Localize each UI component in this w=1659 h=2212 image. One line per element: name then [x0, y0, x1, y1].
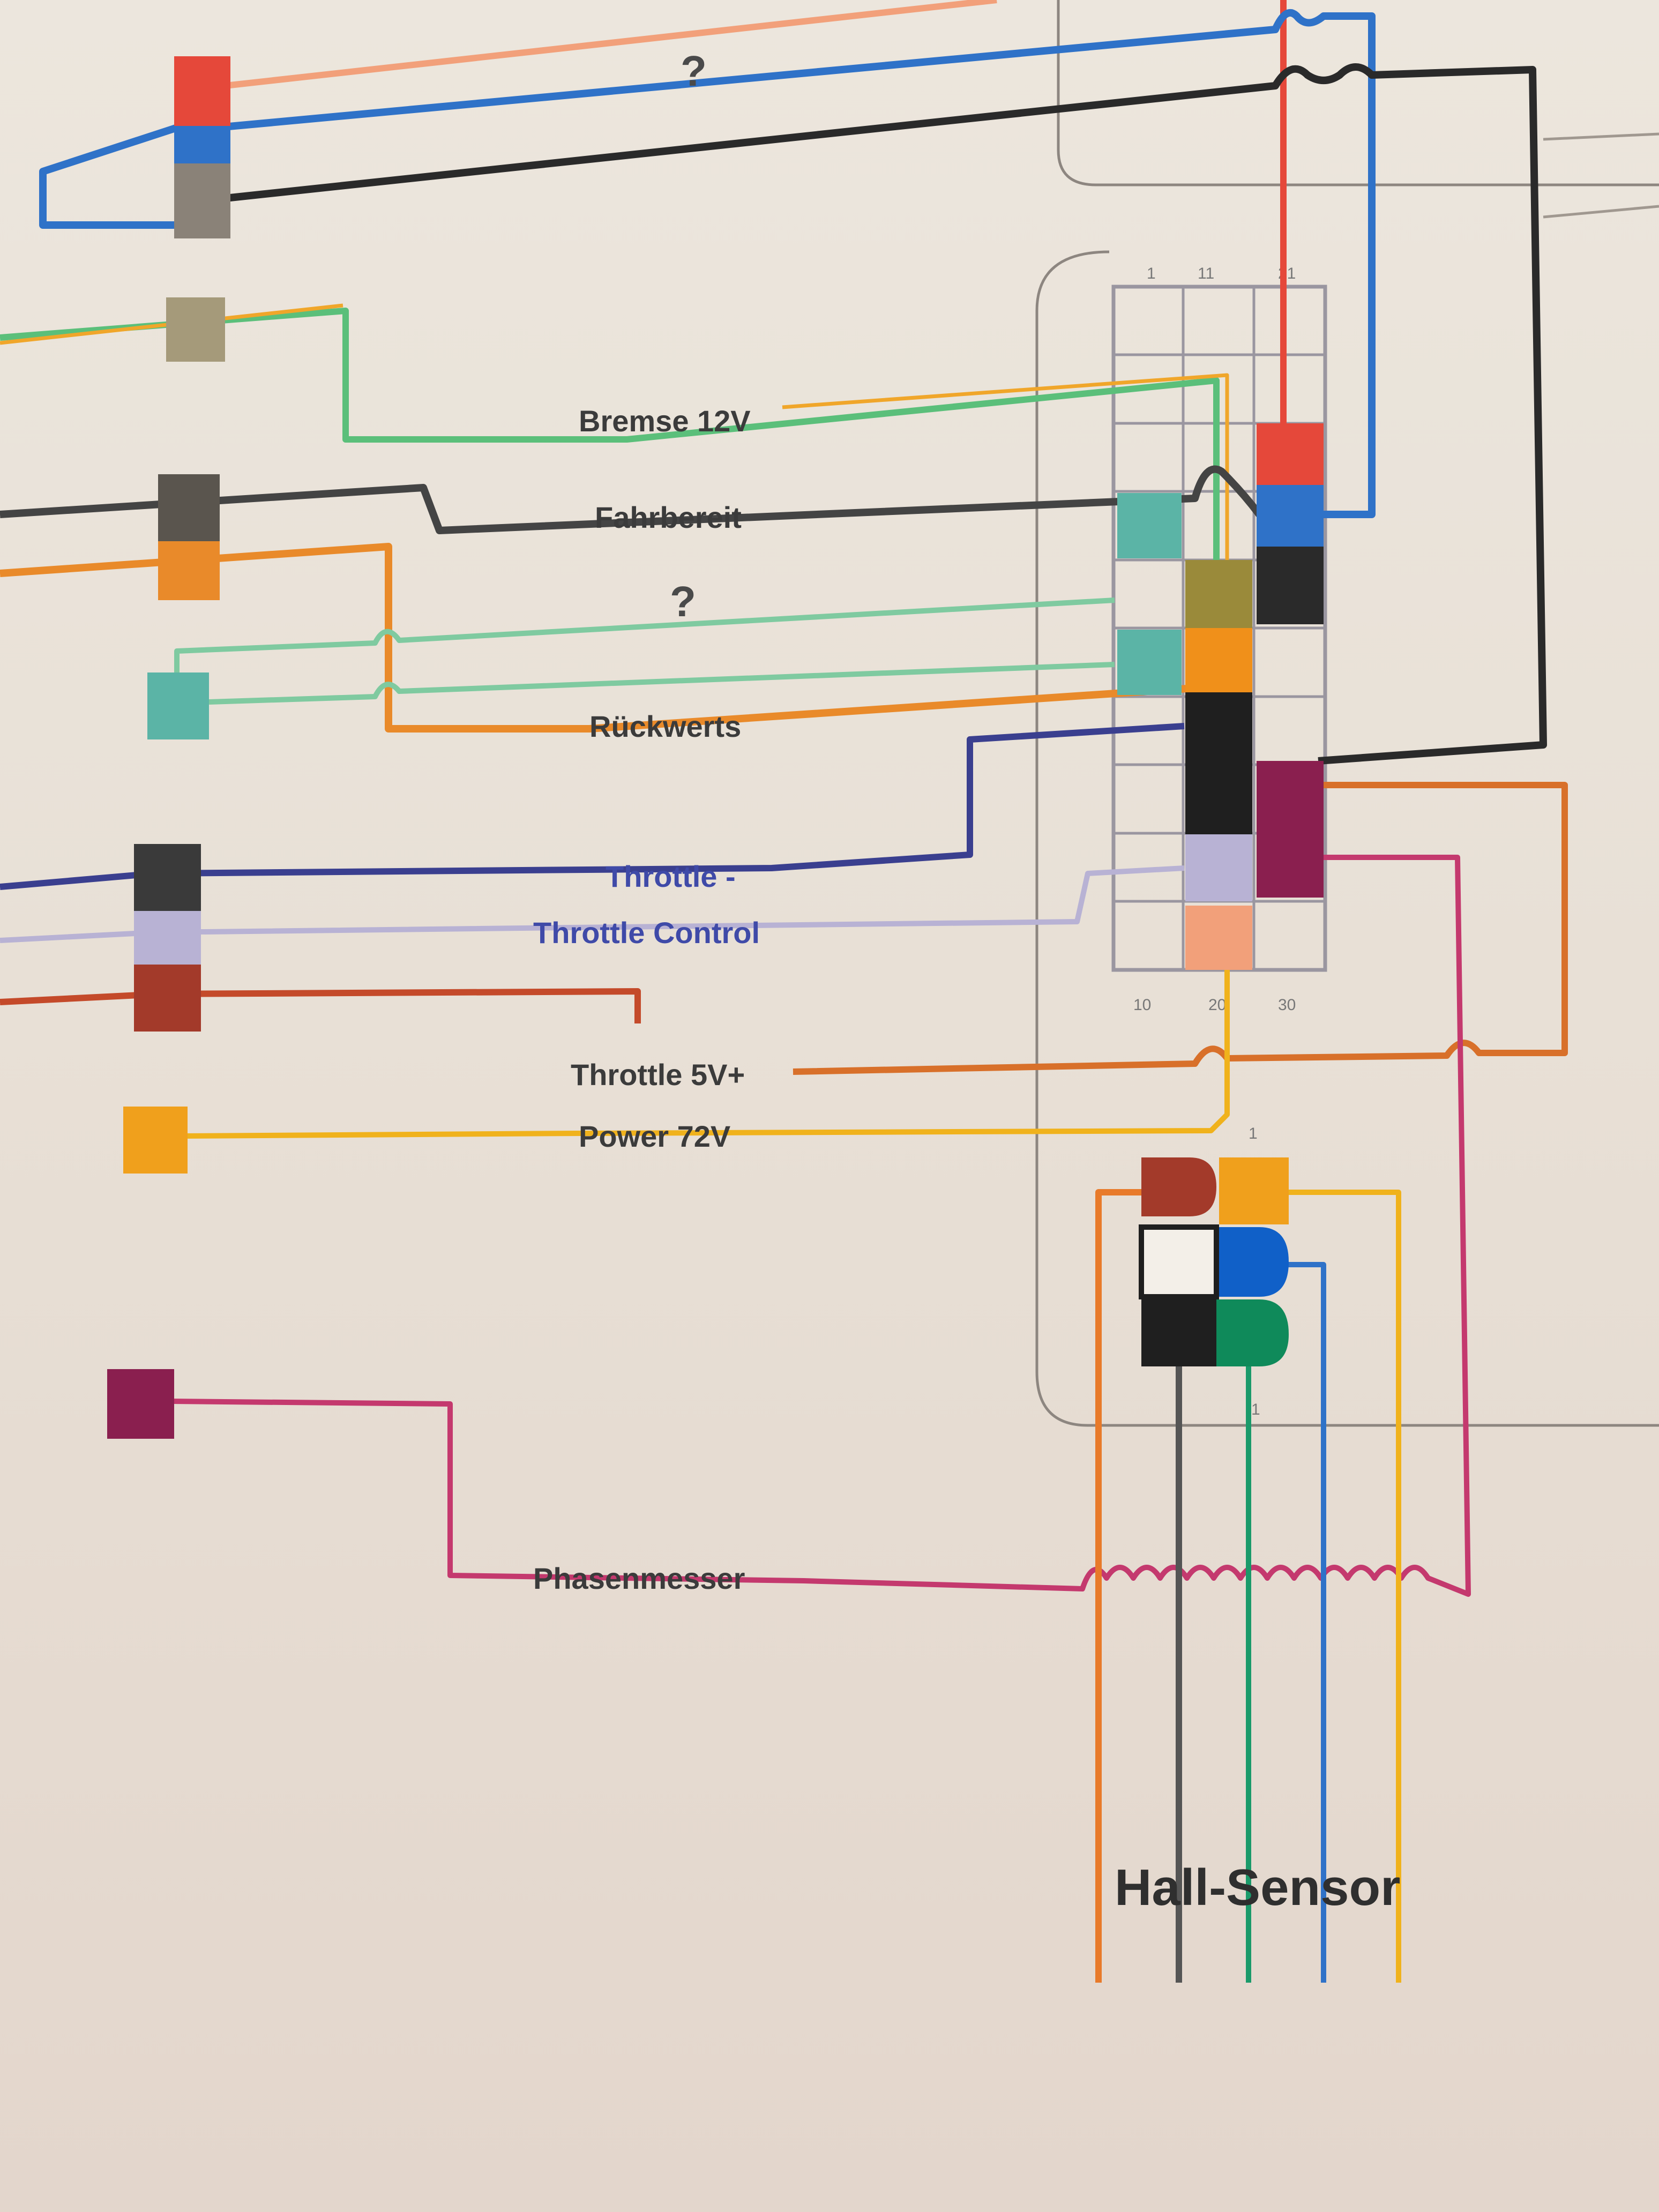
wire-fahrbereit-black [0, 465, 1300, 560]
terminal-gray [174, 163, 230, 238]
terminal-maroon [107, 1369, 174, 1439]
label-top-question: ? [681, 47, 707, 95]
connector-pin-fills [1117, 423, 1324, 970]
left-terminals [107, 56, 230, 1439]
hall-pin-blue [1216, 1227, 1289, 1297]
wire-throttle5v-orange [793, 782, 1568, 1075]
label-power: Power 72V [579, 1119, 730, 1153]
pin-olive [1185, 560, 1252, 628]
label-middle-question: ? [670, 578, 696, 625]
pin-label-bottom-10: 10 [1133, 996, 1151, 1014]
pin-label-top-11: 11 [1198, 265, 1214, 282]
hall-pin-label-top: 1 [1249, 1125, 1258, 1142]
label-throttle-control: Throttle Control [533, 916, 760, 950]
pin-black-b [1185, 692, 1252, 834]
wire-black-top [225, 63, 1547, 765]
wire-blue-loop [39, 9, 1376, 518]
top-right-divider [1543, 132, 1659, 219]
terminal-yellow [123, 1107, 188, 1174]
label-drive-ready: Fahrbereit [595, 500, 742, 534]
pin-label-top-1: 1 [1147, 265, 1156, 282]
terminal-tan [166, 297, 225, 362]
pin-salmon [1185, 906, 1252, 970]
hall-pin-black [1141, 1299, 1216, 1366]
pin-lilac [1185, 834, 1252, 901]
pin-red [1257, 423, 1324, 485]
wire-hall-blue [1281, 1262, 1326, 1983]
hall-pin-white [1139, 1224, 1219, 1299]
hall-pin-label-bottom: 1 [1251, 1401, 1260, 1418]
wire-hall-yellow [1286, 1190, 1401, 1983]
label-brake: Bremse 12V [579, 404, 751, 438]
wire-darkred-left [0, 988, 641, 1023]
pin-teal-b [1117, 630, 1182, 695]
terminal-red [174, 56, 230, 126]
pin-maroon [1257, 761, 1324, 898]
terminal-dark [134, 844, 201, 911]
label-throttle-minus: Throttle - [606, 860, 736, 893]
label-phase: Phasenmesser [533, 1561, 745, 1595]
wire-hall-orange [1095, 1189, 1157, 1983]
pin-teal-a [1117, 493, 1182, 558]
hall-pin-green [1216, 1299, 1289, 1366]
wire-power-yellow [182, 970, 1230, 1139]
pin-blue [1257, 485, 1324, 547]
terminal-black-gray [158, 474, 220, 541]
wire-teal-lower [208, 662, 1115, 705]
terminal-teal [147, 672, 209, 739]
wire-throttle-minus-navy [0, 723, 1185, 890]
hall-connector [1139, 1157, 1289, 1366]
wire-magenta-phase [171, 855, 1471, 1597]
terminal-darkred [134, 965, 201, 1032]
hall-pin-darkred [1141, 1157, 1216, 1216]
terminal-lilac [134, 911, 201, 965]
terminal-orange [158, 541, 220, 600]
pin-orange [1185, 628, 1252, 692]
wire-teal-upper [174, 597, 1115, 697]
label-throttle-5v: Throttle 5V+ [571, 1058, 745, 1092]
wire-brake-green [0, 308, 1220, 560]
wire-salmon-top [225, 0, 997, 89]
pin-label-bottom-30: 30 [1278, 996, 1296, 1014]
wires [0, 0, 1568, 1983]
controller-housing-outline [1035, 250, 1659, 1427]
terminal-blue [174, 126, 230, 163]
wire-throttle-control-lilac [0, 865, 1185, 943]
pin-black-a [1257, 547, 1324, 624]
hall-pin-yellow [1219, 1157, 1289, 1224]
label-hall-sensor: Hall-Sensor [1115, 1859, 1400, 1916]
pin-label-bottom-20: 20 [1208, 996, 1226, 1014]
label-reverse: Rückwerts [589, 709, 741, 743]
top-housing-outline [1057, 0, 1659, 186]
